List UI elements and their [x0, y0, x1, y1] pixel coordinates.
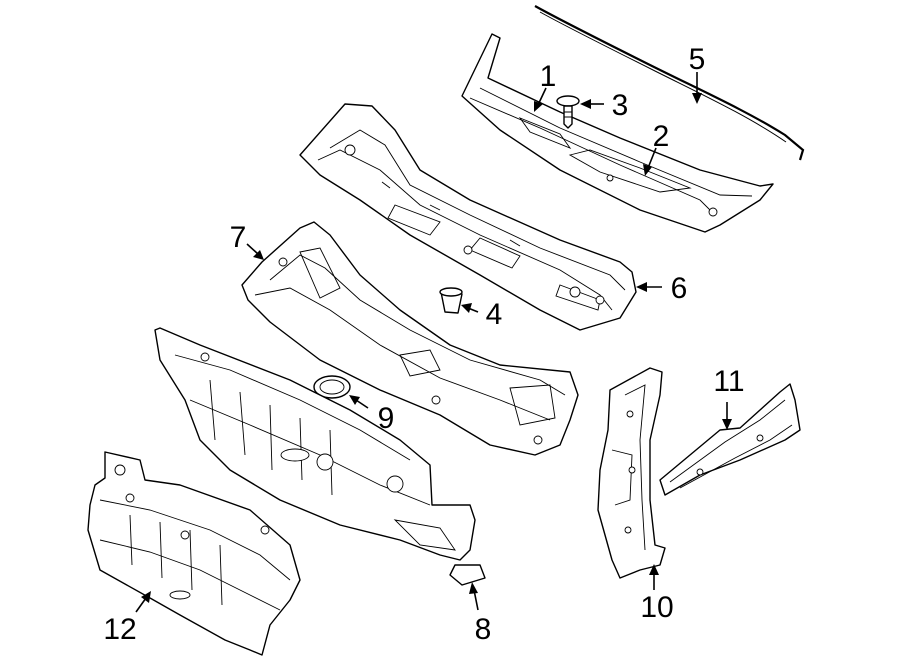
part-9-plug	[313, 375, 351, 399]
callout-6: 6	[671, 272, 688, 305]
callout-5: 5	[689, 43, 706, 76]
part-12-insulator	[87, 451, 301, 656]
part-3-clip	[556, 95, 580, 129]
part-11-reinforcement	[659, 383, 801, 496]
part-10-pillar	[597, 367, 666, 579]
part-4-grommet	[439, 287, 463, 314]
part-7-lower-cowl	[241, 221, 579, 456]
callout-9: 9	[378, 402, 395, 435]
callout-7: 7	[230, 221, 247, 254]
part-1-2-cowl-cover	[461, 33, 774, 233]
callout-10: 10	[640, 591, 673, 624]
callout-3: 3	[612, 89, 629, 122]
callout-4: 4	[486, 298, 503, 331]
callout-2: 2	[653, 120, 670, 153]
part-8-dash-panel	[154, 327, 486, 586]
callout-8: 8	[475, 613, 492, 646]
callout-leaders	[135, 72, 732, 613]
part-5-seal	[534, 5, 805, 161]
part-6-cowl-panel	[299, 103, 637, 331]
callout-12: 12	[103, 613, 136, 646]
callout-11: 11	[713, 365, 744, 398]
callout-1: 1	[540, 60, 557, 93]
